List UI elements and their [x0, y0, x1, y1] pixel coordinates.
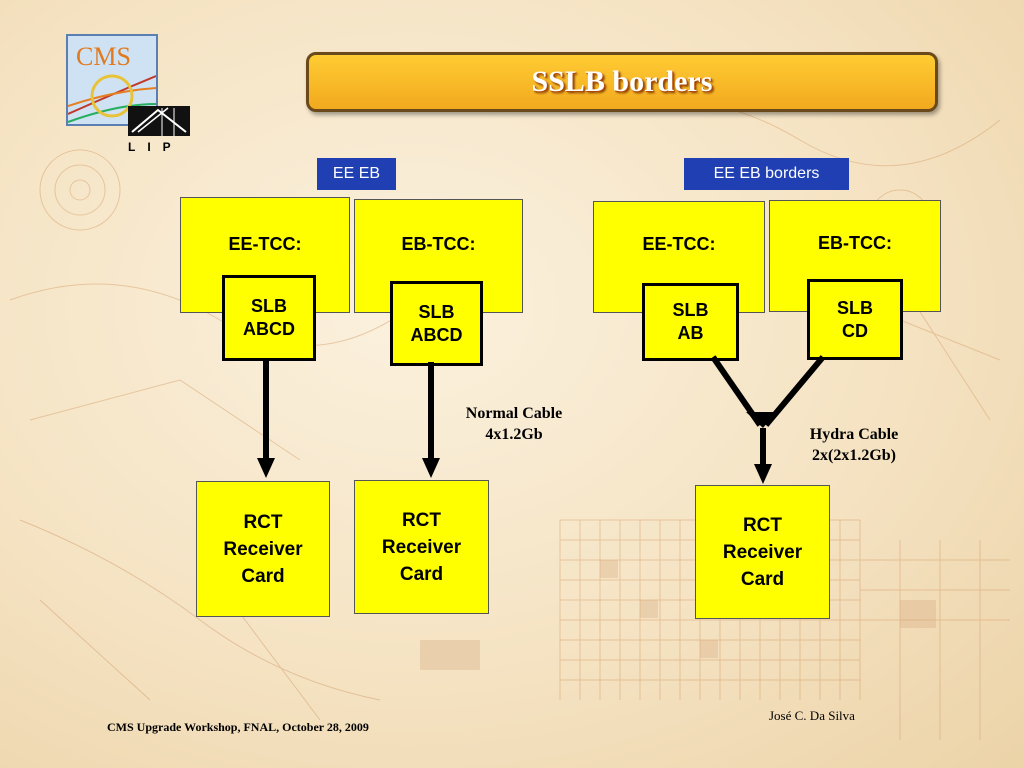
left-rct-receiver-card-eb: RCT Receiver Card	[354, 480, 489, 614]
left-rct-receiver-card-ee: RCT Receiver Card	[196, 481, 330, 617]
right-rct-receiver-card: RCT Receiver Card	[695, 485, 830, 619]
left-ee-tcc-label: EE-TCC:	[228, 234, 302, 254]
right-eb-tcc-label: EB-TCC:	[818, 233, 892, 253]
right-slb-ab: SLB AB	[642, 283, 739, 361]
right-group-label: EE EB borders	[684, 158, 849, 190]
left-group-label: EE EB	[317, 158, 396, 190]
hydra-cable-label: Hydra Cable 2x(2x1.2Gb)	[809, 426, 899, 464]
right-ee-tcc-label: EE-TCC:	[642, 234, 716, 254]
slide-title: SSLB borders	[531, 65, 713, 98]
lip-logo-text: LIP	[128, 140, 183, 154]
footer-workshop: CMS Upgrade Workshop, FNAL, October 28, …	[107, 720, 369, 734]
cms-logo-text: CMS	[76, 42, 131, 71]
left-slb-eb: SLB ABCD	[390, 281, 483, 366]
footer-author: José C. Da Silva	[769, 708, 855, 723]
slide-title-banner: SSLB borders	[306, 52, 938, 112]
left-eb-tcc-label: EB-TCC:	[401, 234, 476, 254]
left-ee-tcc-box: EE-TCC:	[180, 197, 350, 313]
lip-logo: LIP	[128, 102, 190, 154]
left-slb-ee: SLB ABCD	[222, 275, 316, 361]
cms-logo-tracks-icon	[68, 74, 156, 123]
lip-logo-mark-icon	[128, 106, 190, 136]
cms-logo: CMS	[66, 34, 158, 126]
normal-cable-label: Normal Cable 4x1.2Gb	[465, 405, 563, 443]
right-slb-cd: SLB CD	[807, 279, 903, 360]
